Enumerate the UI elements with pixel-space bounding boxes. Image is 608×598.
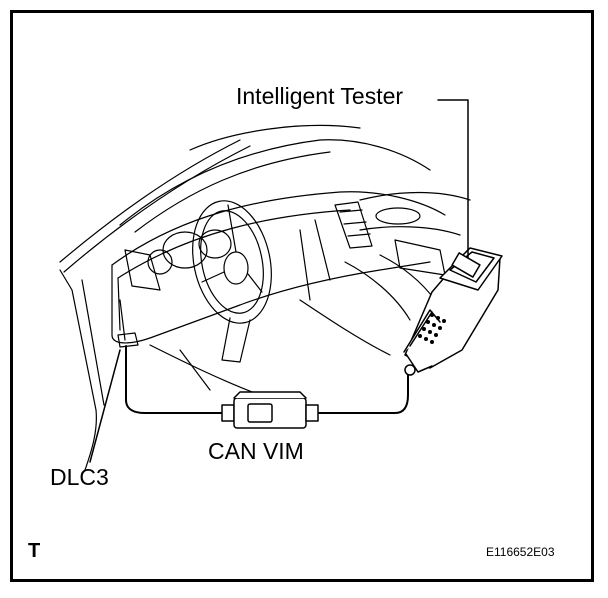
figure-code: E116652E03 [486,545,555,559]
corner-marker: T [28,540,41,562]
intelligent-tester-label: Intelligent Tester [236,83,404,109]
intelligent-tester-device [403,247,503,373]
can-vim-label: CAN VIM [208,438,304,464]
tester-leader-line [437,99,469,259]
cable-dlc3-to-vim [125,345,223,414]
tester-cable-plug [404,364,416,376]
figure-frame [10,10,594,582]
dlc3-label: DLC3 [50,464,109,490]
dlc3-leader-line [89,349,121,463]
cable-vim-to-tester [317,371,409,414]
car-interior-illustration [59,124,471,471]
can-vim-module [221,391,319,429]
